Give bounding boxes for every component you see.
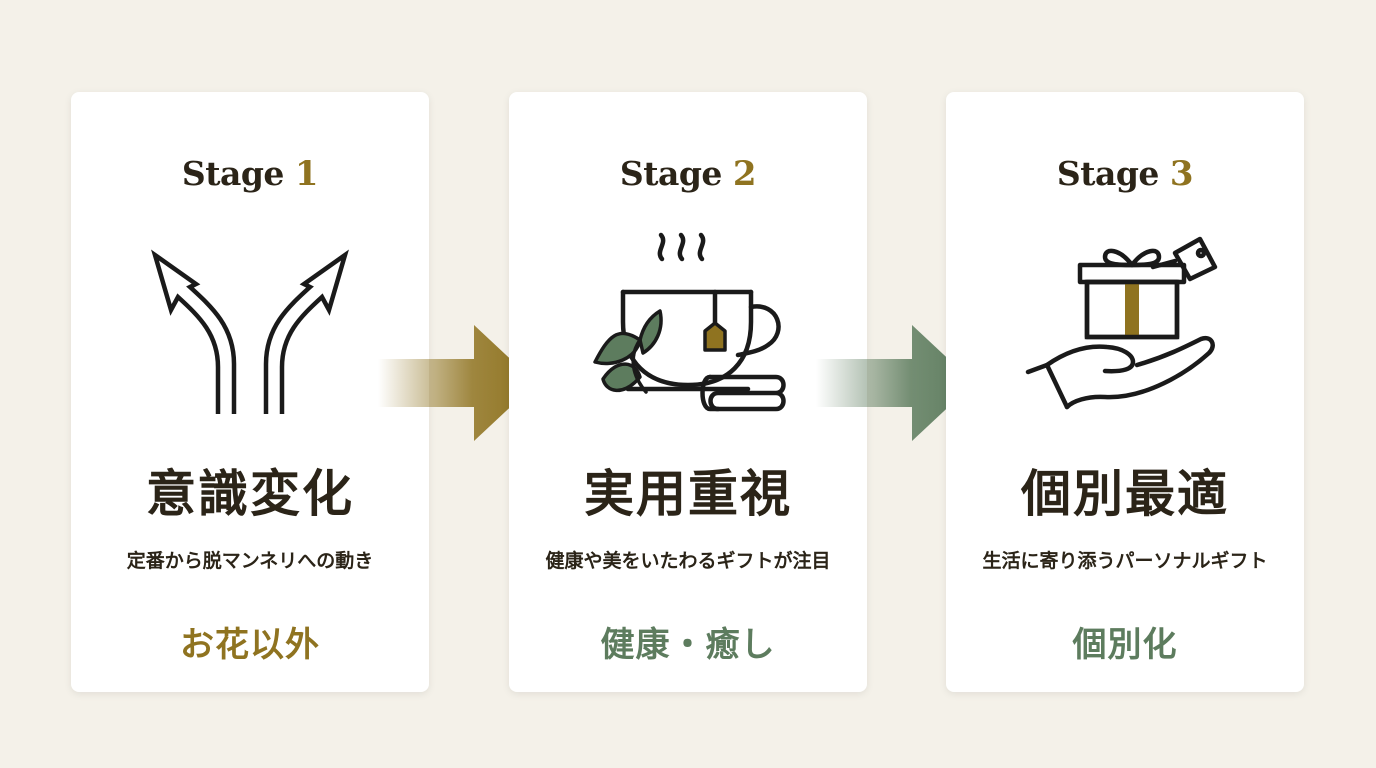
green-arrow-icon xyxy=(816,325,974,441)
tea-cup-icon xyxy=(593,232,786,412)
stage-tag: 個別化 xyxy=(1072,625,1178,665)
stage-title: Stage 3 xyxy=(946,154,1304,194)
stage-label: Stage xyxy=(1056,154,1160,193)
stage-tag: お花以外 xyxy=(180,625,320,665)
stage-label: Stage xyxy=(619,154,723,193)
stage-description: 健康や美をいたわるギフトが注目 xyxy=(545,550,831,572)
stage-description: 定番から脱マンネリへの動き xyxy=(126,550,374,572)
diverging-arrows-icon xyxy=(151,249,349,414)
gold-arrow-icon xyxy=(378,325,536,441)
stage-title: Stage 1 xyxy=(71,154,429,194)
stage-heading: 実用重視 xyxy=(584,464,792,523)
stage-label: Stage xyxy=(181,154,285,193)
stage-card-1: Stage 1 意識変化 定番から脱マンネリへの動き お花以外 xyxy=(71,92,429,692)
stage-number: 1 xyxy=(294,154,319,194)
stage-card-3: Stage 3 個別最適 生活に寄り添うパーソナルギフト 個別化 xyxy=(946,92,1304,692)
stage-description: 生活に寄り添うパーソナルギフト xyxy=(982,550,1268,572)
stage-title: Stage 2 xyxy=(509,154,867,194)
stage-card-2: Stage 2 実用重視 健康や美をいたわるギフトが注目 xyxy=(509,92,867,692)
stage-tag: 健康・癒し xyxy=(600,625,776,665)
stage-heading: 意識変化 xyxy=(146,464,354,523)
gift-on-hand-icon xyxy=(1025,236,1218,410)
stage-number: 2 xyxy=(732,154,757,194)
stage-number: 3 xyxy=(1169,154,1194,194)
stage-heading: 個別最適 xyxy=(1021,464,1229,523)
